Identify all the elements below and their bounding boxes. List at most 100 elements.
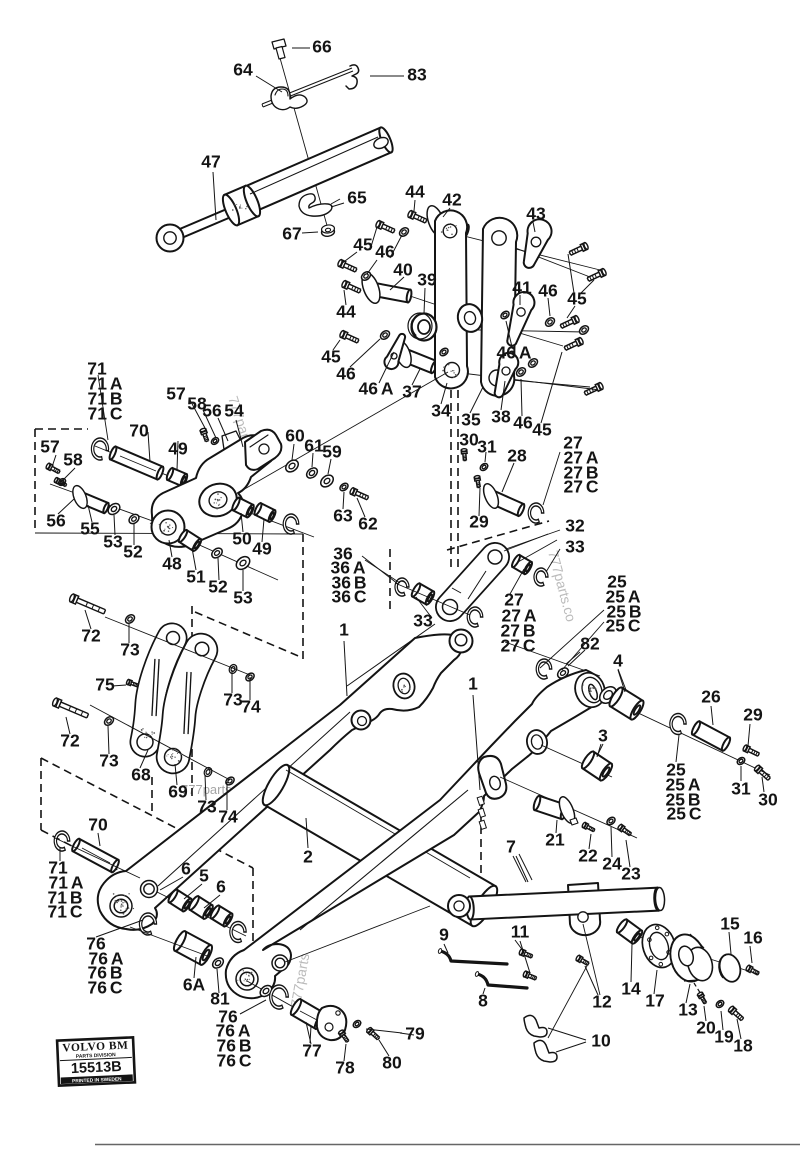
svg-text:32: 32 (565, 516, 585, 536)
svg-text:22: 22 (578, 846, 598, 866)
svg-text:28: 28 (507, 446, 527, 466)
svg-text:45: 45 (567, 289, 587, 309)
svg-text:1: 1 (339, 620, 349, 640)
svg-text:78: 78 (335, 1058, 355, 1078)
svg-text:17: 17 (645, 991, 664, 1011)
svg-text:40: 40 (393, 260, 413, 280)
svg-text:21: 21 (545, 830, 565, 850)
svg-text:30: 30 (758, 790, 778, 810)
svg-text:56: 56 (202, 401, 222, 421)
svg-text:38: 38 (491, 407, 511, 427)
svg-text:24: 24 (602, 854, 622, 874)
svg-text:46 A: 46 A (358, 379, 393, 399)
svg-text:25 C: 25 C (666, 804, 701, 824)
svg-text:33: 33 (413, 611, 433, 631)
svg-text:55: 55 (80, 519, 100, 539)
svg-text:1: 1 (468, 674, 478, 694)
svg-text:66: 66 (312, 37, 332, 57)
svg-text:75: 75 (95, 675, 115, 695)
svg-text:64: 64 (233, 60, 253, 80)
svg-text:73: 73 (120, 640, 140, 660)
svg-text:46: 46 (336, 364, 356, 384)
svg-text:62: 62 (358, 514, 378, 534)
svg-text:70: 70 (129, 421, 149, 441)
svg-text:53: 53 (103, 532, 123, 552)
svg-text:31: 31 (477, 437, 497, 457)
svg-text:76 C: 76 C (216, 1051, 251, 1071)
svg-text:74: 74 (218, 807, 238, 827)
svg-text:82: 82 (580, 634, 600, 654)
svg-text:74: 74 (241, 697, 261, 717)
svg-text:10: 10 (591, 1031, 611, 1051)
svg-text:36 C: 36 C (331, 587, 366, 607)
svg-text:83: 83 (407, 65, 427, 85)
svg-text:67: 67 (282, 224, 301, 244)
svg-text:52: 52 (208, 577, 228, 597)
svg-text:79: 79 (405, 1024, 425, 1044)
svg-text:41: 41 (512, 278, 532, 298)
svg-text:18: 18 (733, 1036, 753, 1056)
svg-text:11: 11 (511, 922, 530, 942)
svg-text:39: 39 (417, 270, 437, 290)
svg-text:45: 45 (532, 420, 552, 440)
svg-text:59: 59 (322, 442, 342, 462)
svg-text:27 C: 27 C (500, 636, 535, 656)
svg-text:80: 80 (382, 1053, 402, 1073)
svg-text:15: 15 (720, 914, 740, 934)
svg-text:47: 47 (201, 152, 220, 172)
svg-text:73: 73 (197, 797, 217, 817)
svg-text:9: 9 (439, 925, 449, 945)
svg-text:65: 65 (347, 188, 367, 208)
svg-text:52: 52 (123, 542, 143, 562)
svg-text:44: 44 (405, 182, 425, 202)
svg-text:26: 26 (701, 687, 721, 707)
svg-text:69: 69 (168, 782, 188, 802)
svg-text:46: 46 (538, 281, 558, 301)
svg-text:44: 44 (336, 302, 356, 322)
svg-text:3: 3 (598, 726, 608, 746)
svg-text:70: 70 (88, 815, 108, 835)
svg-text:16: 16 (743, 928, 763, 948)
svg-text:60: 60 (285, 426, 305, 446)
svg-text:6: 6 (216, 877, 226, 897)
svg-text:15513B: 15513B (71, 1059, 122, 1077)
svg-text:27 C: 27 C (563, 477, 598, 497)
svg-text:30: 30 (459, 430, 479, 450)
svg-text:68: 68 (131, 765, 151, 785)
svg-text:31: 31 (731, 779, 751, 799)
svg-text:57: 57 (166, 384, 185, 404)
svg-text:13: 13 (678, 1000, 698, 1020)
svg-text:4: 4 (613, 651, 623, 671)
svg-text:46: 46 (513, 413, 533, 433)
svg-text:76 C: 76 C (87, 978, 122, 998)
svg-text:12: 12 (592, 992, 612, 1012)
svg-text:54: 54 (224, 401, 244, 421)
svg-text:34: 34 (431, 401, 451, 421)
svg-text:20: 20 (696, 1018, 716, 1038)
svg-text:6: 6 (181, 859, 191, 879)
svg-text:46: 46 (375, 242, 395, 262)
svg-text:61: 61 (304, 436, 324, 456)
svg-text:81: 81 (210, 989, 230, 1009)
svg-text:43: 43 (526, 204, 546, 224)
svg-text:14: 14 (621, 979, 641, 999)
svg-text:56: 56 (46, 511, 66, 531)
svg-text:29: 29 (743, 705, 763, 725)
svg-text:5: 5 (199, 866, 209, 886)
svg-text:50: 50 (232, 529, 252, 549)
svg-text:23: 23 (621, 864, 641, 884)
svg-text:25 C: 25 C (605, 616, 640, 636)
svg-text:33: 33 (565, 537, 585, 557)
svg-text:57: 57 (40, 437, 59, 457)
svg-text:37: 37 (402, 382, 421, 402)
svg-text:35: 35 (461, 410, 481, 430)
svg-text:42: 42 (442, 190, 462, 210)
svg-text:7: 7 (506, 837, 516, 857)
svg-text:73: 73 (223, 690, 243, 710)
svg-text:2: 2 (303, 847, 313, 867)
svg-text:45: 45 (353, 235, 373, 255)
svg-text:46 A: 46 A (496, 343, 531, 363)
svg-text:71 C: 71 C (47, 902, 82, 922)
svg-text:19: 19 (714, 1027, 734, 1047)
svg-text:58: 58 (63, 450, 83, 470)
